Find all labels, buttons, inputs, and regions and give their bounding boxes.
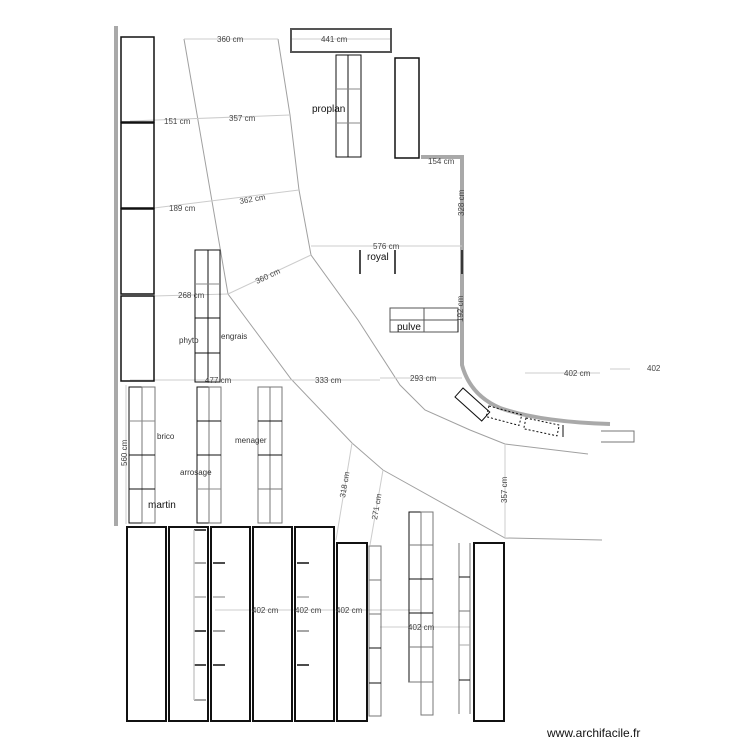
right-top-shelf[interactable]: [394, 57, 420, 159]
curved-displays[interactable]: [454, 387, 635, 443]
top-counter[interactable]: [290, 28, 392, 53]
proplan-gondola[interactable]: [335, 54, 362, 158]
right-curved-wall: [421, 155, 611, 426]
svg-text:293 cm: 293 cm: [410, 374, 437, 383]
bottom-narrow-gondolas[interactable]: [368, 511, 471, 717]
svg-text:477 cm: 477 cm: [205, 376, 232, 385]
label-royal: royal: [367, 252, 389, 263]
svg-text:154 cm: 154 cm: [428, 157, 455, 166]
svg-text:268 cm: 268 cm: [178, 291, 205, 300]
label-engrais: engrais: [221, 332, 247, 341]
brico-gondola[interactable]: [128, 386, 156, 524]
label-arrosage: arrosage: [180, 468, 212, 477]
zone-labels: proplan royal pulve phyto engrais brico …: [148, 104, 421, 511]
label-pulve: pulve: [397, 322, 421, 333]
dimension-lines: [125, 38, 630, 628]
left-shelving[interactable]: [120, 36, 155, 382]
label-proplan: proplan: [312, 104, 345, 115]
svg-text:318 cm: 318 cm: [338, 471, 351, 499]
label-martin: martin: [148, 500, 176, 511]
svg-text:576 cm: 576 cm: [373, 242, 400, 251]
svg-text:362 cm: 362 cm: [239, 192, 267, 205]
phyto-engrais-gondola[interactable]: [194, 249, 221, 383]
svg-text:360 cm: 360 cm: [254, 266, 282, 285]
menager-gondola[interactable]: [257, 386, 283, 524]
svg-text:402 cm: 402 cm: [408, 623, 435, 632]
dimension-labels: 360 cm 441 cm 151 cm 357 cm 154 cm 328 c…: [120, 35, 661, 632]
svg-text:360 cm: 360 cm: [217, 35, 244, 44]
svg-text:441 cm: 441 cm: [321, 35, 348, 44]
svg-text:328 cm: 328 cm: [457, 189, 466, 216]
label-phyto: phyto: [179, 336, 199, 345]
svg-text:560 cm: 560 cm: [120, 439, 129, 466]
bottom-shelving[interactable]: [126, 526, 505, 722]
label-brico: brico: [157, 432, 175, 441]
svg-text:189 cm: 189 cm: [169, 204, 196, 213]
svg-text:192 cm: 192 cm: [456, 295, 465, 322]
svg-text:402 cm: 402 cm: [336, 606, 363, 615]
bottom-shelf-ticks: [193, 529, 309, 701]
royal-markers: [359, 250, 463, 274]
svg-text:402 cm: 402 cm: [295, 606, 322, 615]
svg-text:151 cm: 151 cm: [164, 117, 191, 126]
svg-text:402: 402: [647, 364, 661, 373]
pulve-shelf[interactable]: [389, 307, 459, 333]
label-menager: menager: [235, 436, 267, 445]
svg-text:402 cm: 402 cm: [564, 369, 591, 378]
watermark: www.archifacile.fr: [547, 726, 641, 740]
svg-text:357 cm: 357 cm: [229, 114, 256, 123]
svg-text:271 cm: 271 cm: [370, 493, 383, 521]
walls: [114, 26, 611, 526]
svg-text:357 cm: 357 cm: [500, 476, 509, 503]
arrosage-gondola[interactable]: [196, 386, 222, 524]
svg-text:333 cm: 333 cm: [315, 376, 342, 385]
svg-text:402 cm: 402 cm: [252, 606, 279, 615]
